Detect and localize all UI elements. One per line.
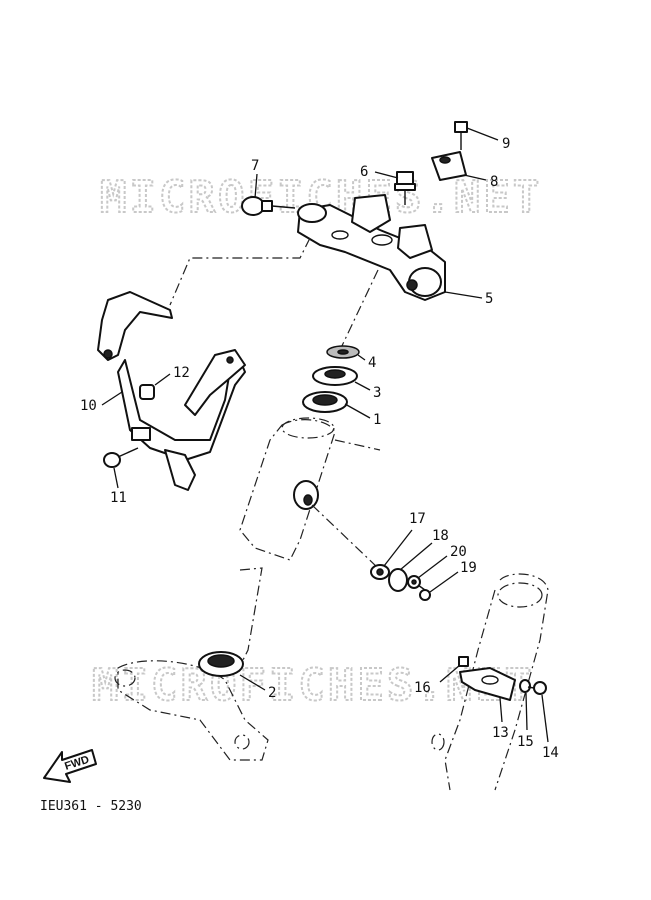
callout-15: 15 xyxy=(517,734,534,750)
callout-9: 9 xyxy=(502,136,510,152)
callout-1: 1 xyxy=(373,412,381,428)
callout-5: 5 xyxy=(485,291,493,307)
holder-hole xyxy=(439,156,451,164)
callout-3: 3 xyxy=(373,385,381,401)
callout-6: 6 xyxy=(360,164,368,180)
callout-20: 20 xyxy=(450,544,467,560)
front-fork xyxy=(431,573,549,791)
drawing-code: IEU361 - 5230 xyxy=(40,799,142,814)
assembly-line-stem xyxy=(339,269,379,351)
fwd-arrow: FWD xyxy=(43,749,97,783)
ring-nut-4 xyxy=(326,345,360,359)
callout-17: 17 xyxy=(409,511,426,527)
grommet-12 xyxy=(139,384,155,400)
callout-4: 4 xyxy=(368,355,376,371)
bolt-14 xyxy=(527,681,547,695)
washer-15 xyxy=(519,679,531,693)
callout-7: 7 xyxy=(251,158,259,174)
lower-bracket xyxy=(114,567,269,761)
callout-8: 8 xyxy=(490,174,498,190)
steering-head-frame xyxy=(239,417,381,561)
plate-18 xyxy=(388,568,408,592)
washer-20 xyxy=(407,575,421,589)
bolt-11 xyxy=(103,447,139,468)
bolt-7 xyxy=(241,196,296,216)
callout-18: 18 xyxy=(432,528,449,544)
bolt-9 xyxy=(454,121,468,150)
callout-16: 16 xyxy=(414,680,431,696)
callout-11: 11 xyxy=(110,490,127,506)
headlight-stay-10 xyxy=(97,291,246,491)
assembly-line-stay xyxy=(169,237,311,306)
callout-10: 10 xyxy=(80,398,97,414)
clamp-17 xyxy=(370,564,390,580)
callout-14: 14 xyxy=(542,745,559,761)
bolt-19 xyxy=(417,584,431,601)
callout-12: 12 xyxy=(173,365,190,381)
nut-16 xyxy=(458,656,469,667)
oil-seal-2 xyxy=(198,651,244,677)
callout-13: 13 xyxy=(492,725,509,741)
assembly-line-clamp xyxy=(311,504,379,569)
bearing-1 xyxy=(302,391,348,413)
watermark-bottom: MICROFICHES.NET xyxy=(92,660,534,711)
cable-guide-13 xyxy=(459,667,516,701)
washer-3 xyxy=(312,366,358,386)
callouts: 1 2 3 4 5 6 7 8 9 10 11 12 13 14 15 16 1 xyxy=(80,127,559,761)
upper-bracket xyxy=(297,194,446,301)
callout-19: 19 xyxy=(460,560,477,576)
callout-2: 2 xyxy=(268,685,276,701)
